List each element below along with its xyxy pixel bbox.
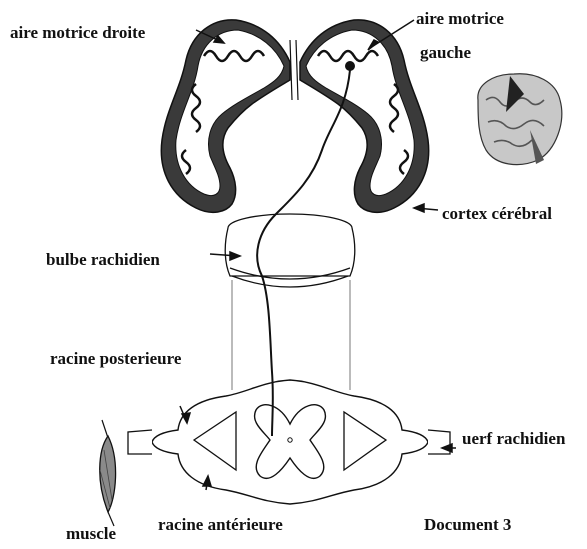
- label-muscle: muscle: [66, 524, 117, 543]
- medulla-section: [225, 214, 355, 287]
- spinal-cord-column: [232, 280, 350, 390]
- left-spinal-nerve: [128, 430, 152, 454]
- label-aire-motrice-gauche-line2: gauche: [420, 43, 471, 62]
- motor-neuron-cell-body: [345, 61, 355, 71]
- medulla-body: [225, 228, 355, 276]
- brain-midline: [290, 40, 298, 100]
- spinal-cord-cross-section: [128, 380, 450, 504]
- label-nerf-rachidien: uerf rachidien: [462, 429, 566, 448]
- label-document-number: Document 3: [424, 515, 511, 534]
- label-racine-posterieure: racine posterieure: [50, 349, 182, 368]
- label-bulbe-rachidien: bulbe rachidien: [46, 250, 160, 269]
- label-racine-anterieure: racine antérieure: [158, 515, 283, 534]
- muscle-icon: [100, 420, 116, 526]
- label-aire-motrice-droite: aire motrice droite: [10, 23, 146, 42]
- label-cortex-cerebral: cortex cérébral: [442, 204, 552, 223]
- brain-lateral-view-icon: [478, 74, 562, 165]
- brain-coronal-section: [161, 20, 428, 213]
- label-aire-motrice-gauche-line1: aire motrice: [416, 9, 504, 28]
